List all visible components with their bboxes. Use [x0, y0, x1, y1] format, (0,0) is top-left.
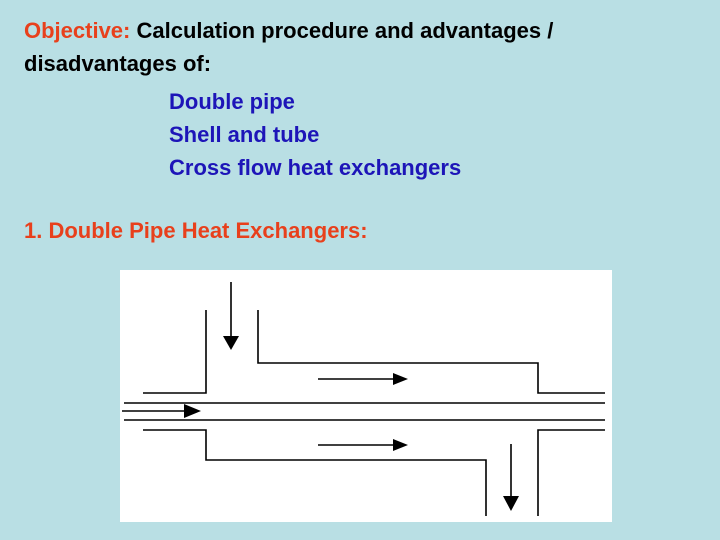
list-item: Cross flow heat exchangers [169, 155, 462, 180]
inner-flow-arrowhead [184, 404, 201, 418]
objective-text: Calculation procedure and advantages / d… [24, 18, 554, 76]
exchanger-type-list: Double pipe Shell and tube Cross flow he… [169, 85, 461, 184]
section-heading: 1. Double Pipe Heat Exchangers: [24, 218, 368, 243]
annulus-lower-wall-right [537, 429, 605, 516]
annulus-upper-wall-right [257, 310, 605, 394]
outlet-arrowhead [503, 496, 519, 511]
objective-paragraph: Objective: Calculation procedure and adv… [24, 14, 704, 80]
list-item: Double pipe [169, 89, 295, 114]
annulus-bottom-flow-arrowhead [393, 439, 408, 451]
annulus-upper-wall [143, 310, 207, 394]
annulus-lower-wall [143, 429, 487, 516]
inlet-arrowhead [223, 336, 239, 350]
double-pipe-schematic [122, 282, 605, 516]
objective-label: Objective: [24, 18, 131, 43]
list-item: Shell and tube [169, 122, 320, 147]
double-pipe-diagram [120, 270, 612, 522]
annulus-top-flow-arrowhead [393, 373, 408, 385]
